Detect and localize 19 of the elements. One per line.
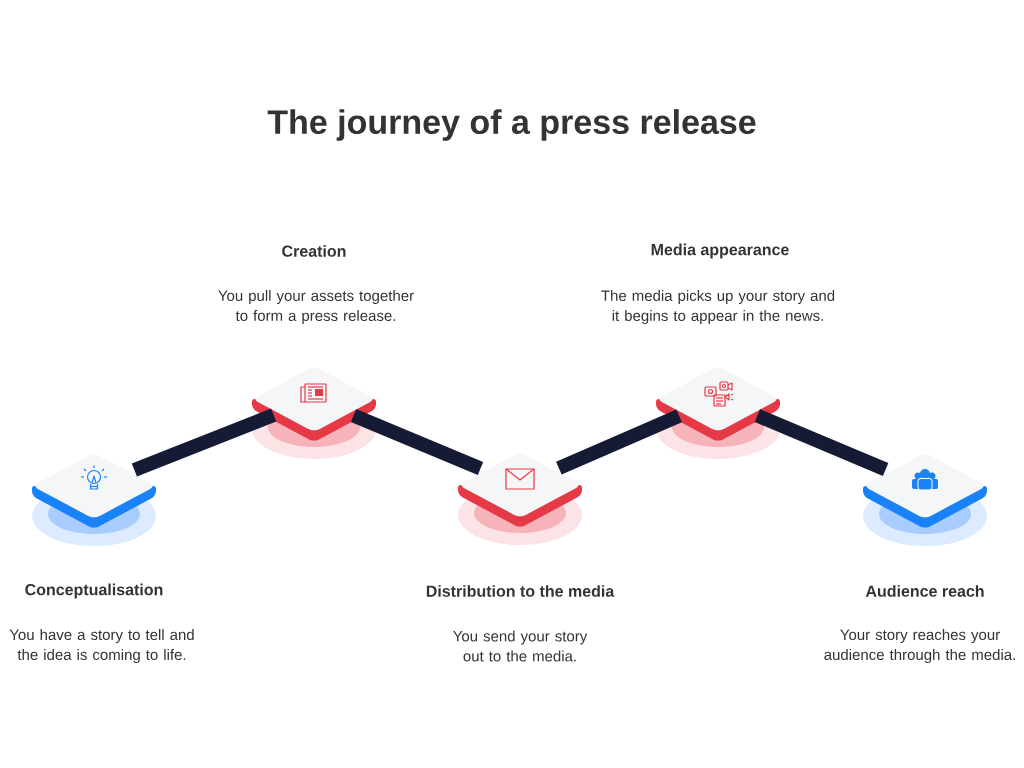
step-description: You have a story to tell and the idea is coming to life.: [9, 629, 194, 663]
connector-bar: [556, 409, 682, 475]
step-description: You pull your assets together to form a press release.: [218, 290, 414, 324]
tile: [656, 368, 780, 459]
step-description: You send your story out to the media.: [453, 630, 588, 662]
tile: [458, 454, 582, 545]
step-description: The media picks up your story and it begins to appear in the news.: [601, 290, 835, 324]
step-description: Your story reaches your audience through the media.: [824, 629, 1015, 663]
connector-bar: [350, 409, 484, 475]
connector-bar: [754, 409, 889, 476]
step-heading: Media appearance: [651, 243, 789, 259]
step-heading: Distribution to the media: [426, 585, 615, 597]
tile: [863, 455, 987, 546]
step-heading: Conceptualisation: [25, 583, 163, 599]
step-heading: Creation: [282, 245, 346, 257]
tile: [32, 455, 156, 546]
tile: [252, 368, 376, 459]
title: The journey of a press release: [267, 109, 756, 141]
step-heading: Audience reach: [865, 585, 984, 597]
